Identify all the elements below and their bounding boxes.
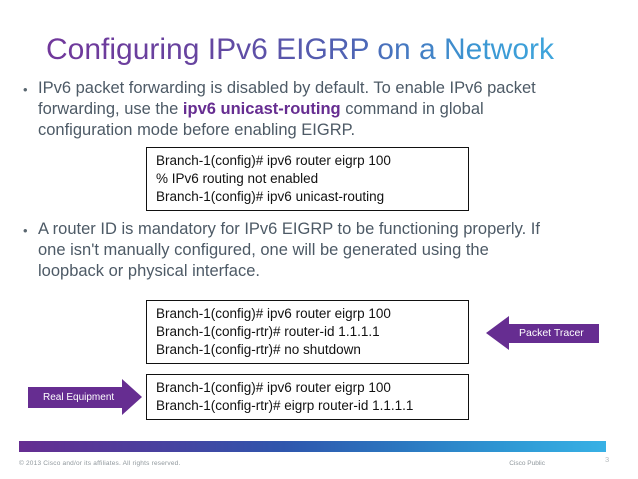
code-box-real-equipment: Branch-1(config)# ipv6 router eigrp 100 … — [146, 374, 469, 420]
code-line: Branch-1(config-rtr)# router-id 1.1.1.1 — [156, 324, 380, 339]
code-line: Branch-1(config)# ipv6 unicast-routing — [156, 189, 385, 204]
code-line: Branch-1(config-rtr)# no shutdown — [156, 342, 361, 357]
bullet-text-line: configuration mode before enabling EIGRP… — [38, 121, 356, 139]
footer-gradient-bar — [19, 441, 606, 452]
code-line: Branch-1(config)# ipv6 router eigrp 100 — [156, 306, 391, 321]
real-equipment-callout: Real Equipment — [28, 379, 143, 415]
bullet-text-line: one isn't manually configured, one will … — [38, 241, 489, 259]
bullet-text-segment: forwarding, use the — [38, 100, 183, 118]
arrow-left-icon — [486, 316, 509, 350]
packet-tracer-callout: Packet Tracer — [486, 316, 599, 350]
code-box-packet-tracer: Branch-1(config)# ipv6 router eigrp 100 … — [146, 300, 469, 364]
footer-classification: Cisco Public — [509, 460, 545, 467]
bullet-router-id: A router ID is mandatory for IPv6 EIGRP … — [23, 219, 623, 282]
code-line: Branch-1(config)# ipv6 router eigrp 100 — [156, 380, 391, 395]
bullet-text-line: loopback or physical interface. — [38, 262, 260, 280]
bullet-text-line: A router ID is mandatory for IPv6 EIGRP … — [38, 220, 540, 238]
arrow-right-icon — [122, 379, 143, 415]
bullet-text-line: forwarding, use the ipv6 unicast-routing… — [38, 99, 623, 120]
code-line: Branch-1(config)# ipv6 router eigrp 100 — [156, 153, 391, 168]
callout-label: Packet Tracer — [509, 323, 599, 343]
slide-page-number: 3 — [605, 455, 610, 464]
command-highlight: ipv6 unicast-routing — [182, 100, 341, 118]
bullet-ipv6-forwarding: IPv6 packet forwarding is disabled by de… — [23, 78, 623, 141]
code-line: Branch-1(config-rtr)# eigrp router-id 1.… — [156, 398, 414, 413]
bullet-text-segment: command in global — [340, 100, 484, 118]
footer-copyright: © 2013 Cisco and/or its affiliates. All … — [19, 460, 181, 467]
bullet-text-line: IPv6 packet forwarding is disabled by de… — [38, 79, 536, 97]
slide-title: Configuring IPv6 EIGRP on a Network — [46, 33, 555, 66]
callout-label: Real Equipment — [28, 386, 123, 408]
code-box-unicast-routing: Branch-1(config)# ipv6 router eigrp 100 … — [146, 147, 469, 211]
code-line: % IPv6 routing not enabled — [156, 171, 319, 186]
